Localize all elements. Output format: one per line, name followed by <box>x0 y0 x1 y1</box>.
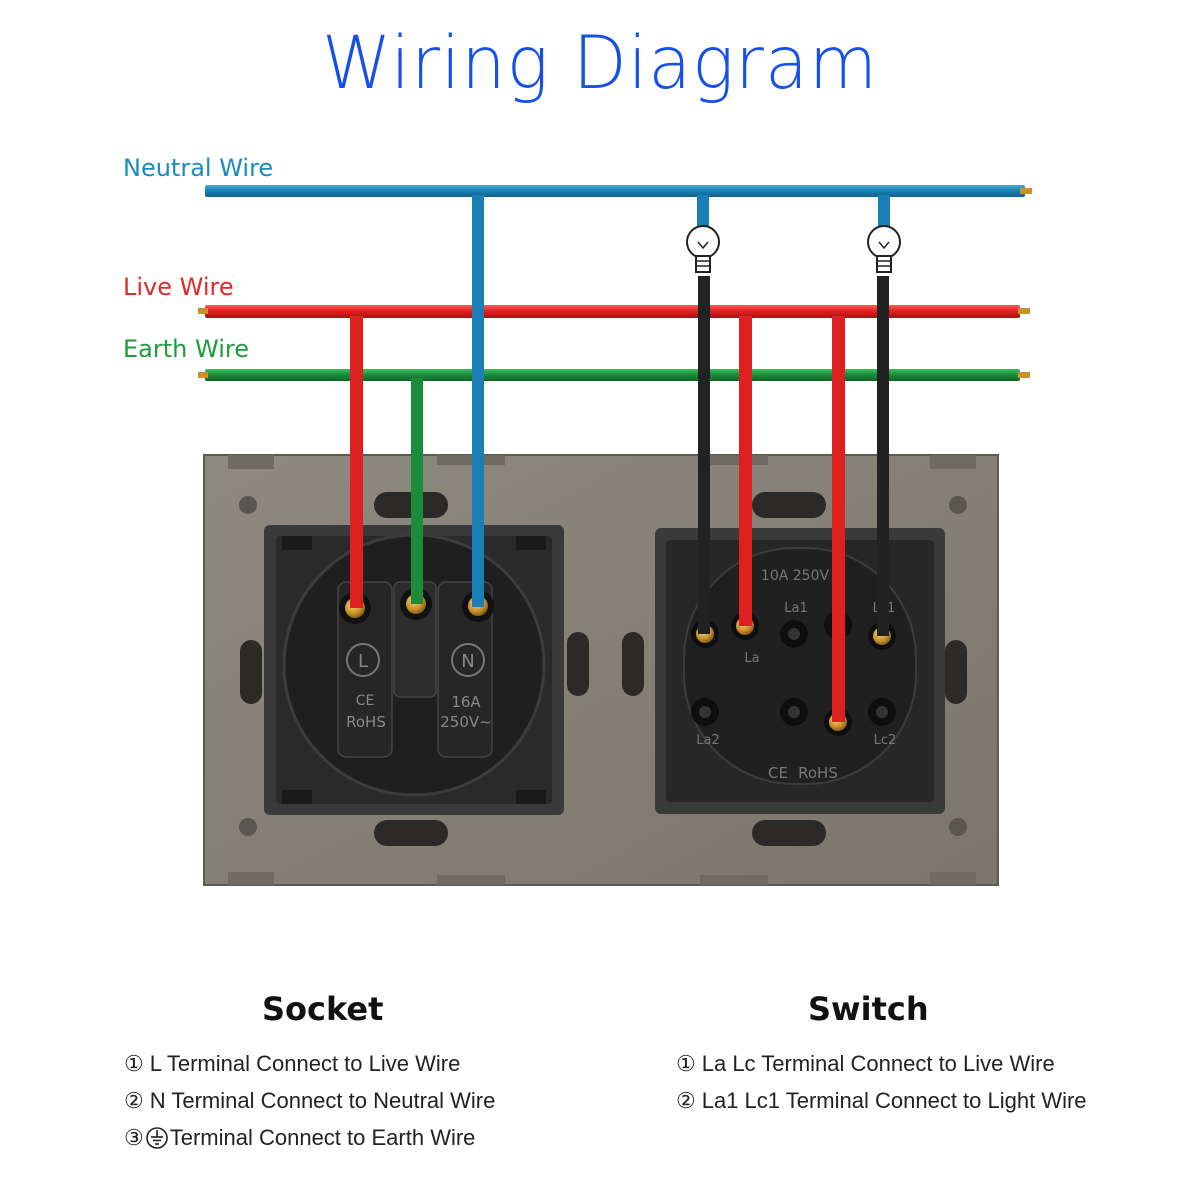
diagram-title: Wiring Diagram <box>321 19 879 107</box>
light-bulb-icon <box>686 225 720 273</box>
switch-wires <box>697 195 890 722</box>
light-bulb-icon <box>867 225 901 273</box>
socket-rating-current: 16A <box>451 693 481 711</box>
socket-terminal-l: L <box>358 651 368 672</box>
switch-rating: 10A 250V <box>761 568 830 584</box>
socket-earth-drop <box>411 378 423 604</box>
switch-terminal-la2: La2 <box>696 733 719 748</box>
switch-rohs-mark: RoHS <box>798 764 838 782</box>
light-2-neutral-drop <box>878 195 890 233</box>
live-wire-label: Live Wire <box>123 273 234 301</box>
earth-bus-wire <box>205 369 1020 381</box>
earth-wire-label: Earth Wire <box>123 335 249 363</box>
neutral-bus-wire <box>205 185 1025 197</box>
switch-terminal-lc2: Lc2 <box>874 733 897 748</box>
switch-ce-mark: CE <box>768 764 788 782</box>
socket-ce-mark: CE <box>356 693 375 709</box>
bus-wires <box>198 185 1032 381</box>
list-item-text: La Lc Terminal Connect to Live Wire <box>701 1051 1055 1076</box>
neutral-wire-label: Neutral Wire <box>123 154 274 182</box>
socket-wires <box>350 195 484 608</box>
list-item-text: L Terminal Connect to Live Wire <box>149 1051 461 1076</box>
live-bus-wire <box>205 305 1020 318</box>
switch-la-live-drop <box>739 316 752 626</box>
switch-terminal-la: La <box>744 651 759 666</box>
switch-light-2-wire <box>877 276 889 636</box>
list-marker: ① <box>124 1051 144 1076</box>
ground-icon <box>145 1127 168 1149</box>
socket-rohs-mark: RoHS <box>346 713 386 731</box>
switch-heading: Switch <box>808 990 929 1028</box>
socket-live-drop <box>350 316 363 608</box>
wiring-diagram: L N CE RoHS 16A 250V~ 10A 250V La La1 Lc… <box>198 185 1032 886</box>
switch-light-1-wire <box>698 276 710 634</box>
socket-neutral-drop <box>472 195 484 607</box>
list-item-text: La1 Lc1 Terminal Connect to Light Wire <box>701 1088 1087 1113</box>
socket-terminal-n: N <box>461 651 474 672</box>
socket-rating-voltage: 250V~ <box>440 713 491 731</box>
list-marker: ② <box>676 1088 696 1113</box>
light-1-neutral-drop <box>697 195 709 233</box>
list-marker: ③ <box>124 1125 144 1150</box>
list-item: ③ Terminal Connect to Earth Wire <box>124 1119 495 1156</box>
list-marker: ② <box>124 1088 144 1113</box>
socket-heading: Socket <box>262 990 384 1028</box>
list-item-text: N Terminal Connect to Neutral Wire <box>149 1088 496 1113</box>
switch-lc-live-drop <box>832 316 845 722</box>
list-marker: ① <box>676 1051 696 1076</box>
switch-terminal-la1: La1 <box>784 601 807 616</box>
list-item-text: Terminal Connect to Earth Wire <box>169 1125 476 1150</box>
